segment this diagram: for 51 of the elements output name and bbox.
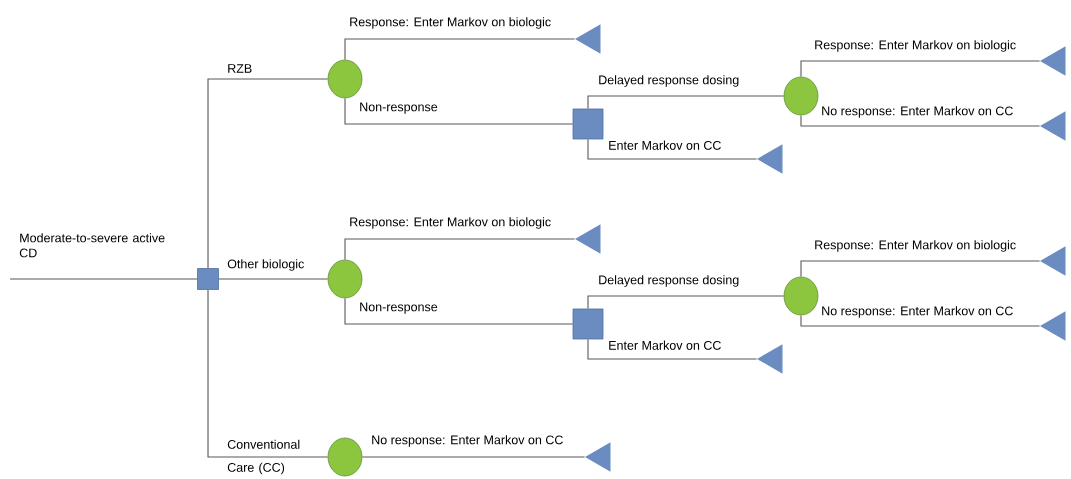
branch-label: No response: Enter Markov on CC [370,434,565,448]
branch-line [587,295,785,310]
branch-label: Response: Enter Markov on biologic [348,216,553,230]
branch-line [587,338,758,360]
branch-label: Delayed response dosing [597,74,741,88]
terminal-triangle [575,24,601,54]
decision-square [197,268,219,290]
branch-line [9,278,198,280]
branch-label: Response: Enter Markov on biologic [348,16,553,30]
branch-line [344,238,576,261]
branch-line [800,114,1041,127]
chance-circle [327,259,363,299]
branch-label: Conventional Care (CC) [227,439,300,475]
branch-label: Response: Enter Markov on biologic [813,239,1018,253]
branch-line [207,289,329,458]
branch-label: Enter Markov on CC [607,339,723,351]
chance-circle [783,76,819,116]
branch-label: Enter Markov on CC [607,139,723,151]
chance-circle [783,276,819,316]
terminal-triangle [1040,111,1066,141]
branch-line [587,95,785,110]
terminal-triangle [1040,46,1066,76]
branch-label: Response: Enter Markov on biologic [813,39,1018,53]
branch-label: Moderate-to-severe active CD [19,233,165,258]
decision-square [572,308,604,340]
branch-line [361,456,586,458]
branch-line [207,78,329,269]
branch-line [218,278,329,280]
chance-circle [327,437,363,477]
branch-line [800,260,1041,278]
branch-label: Non-response [358,101,439,115]
branch-label: Other biologic [226,258,306,272]
branch-line [587,138,758,160]
branch-label: Non-response [358,301,439,315]
branch-line [344,97,574,125]
branch-label: RZB [226,63,254,74]
terminal-triangle [1040,311,1066,341]
chance-circle [327,59,363,99]
branch-label: Delayed response dosing [597,274,741,288]
branch-label: No response: Enter Markov on CC [820,105,1015,119]
branch-line [800,60,1041,78]
terminal-triangle [757,144,783,174]
decision-square [572,108,604,140]
branch-line [344,38,576,61]
terminal-triangle [1040,246,1066,276]
terminal-triangle [575,224,601,254]
terminal-triangle [585,442,611,472]
branch-line [344,297,574,325]
terminal-triangle [757,344,783,374]
branch-line [800,314,1041,327]
branch-label: No response: Enter Markov on CC [820,305,1015,319]
